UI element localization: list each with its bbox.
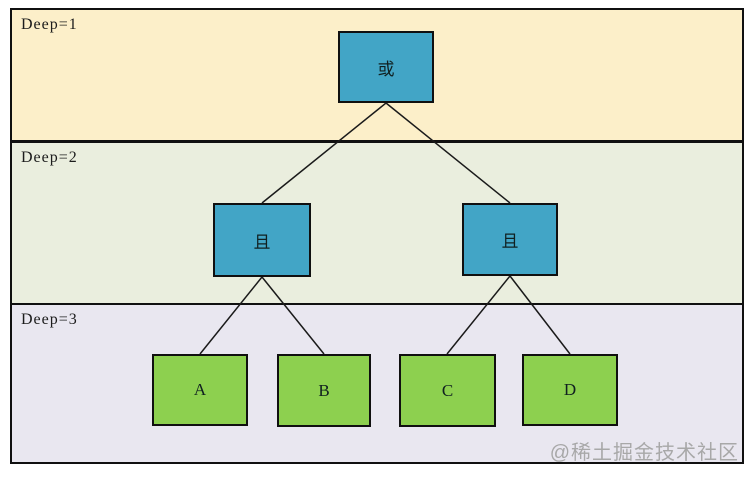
depth-band-3-label: Deep=3 bbox=[21, 311, 78, 328]
node-and-left: 且 bbox=[213, 203, 311, 277]
node-leaf-b: B bbox=[277, 354, 371, 427]
node-leaf-d: D bbox=[522, 354, 618, 426]
node-and-right-label: 且 bbox=[501, 232, 519, 251]
node-and-left-label: 且 bbox=[253, 232, 271, 252]
depth-band-2-label: Deep=2 bbox=[21, 149, 78, 166]
node-leaf-b-label: B bbox=[318, 380, 330, 400]
node-or-root: 或 bbox=[338, 31, 434, 103]
node-leaf-a: A bbox=[152, 354, 248, 426]
node-leaf-d-label: D bbox=[563, 380, 577, 399]
node-or-root-label: 或 bbox=[377, 59, 395, 79]
depth-band-3: Deep=3 bbox=[12, 305, 742, 462]
node-leaf-c-label: C bbox=[441, 380, 454, 400]
depth-band-2: Deep=2 bbox=[12, 143, 742, 305]
node-leaf-c: C bbox=[399, 354, 496, 427]
watermark: @稀土掘金技术社区 bbox=[549, 442, 739, 464]
depth-band-1-label: Deep=1 bbox=[21, 16, 78, 33]
node-and-right: 且 bbox=[462, 203, 558, 276]
node-leaf-a-label: A bbox=[193, 380, 207, 399]
